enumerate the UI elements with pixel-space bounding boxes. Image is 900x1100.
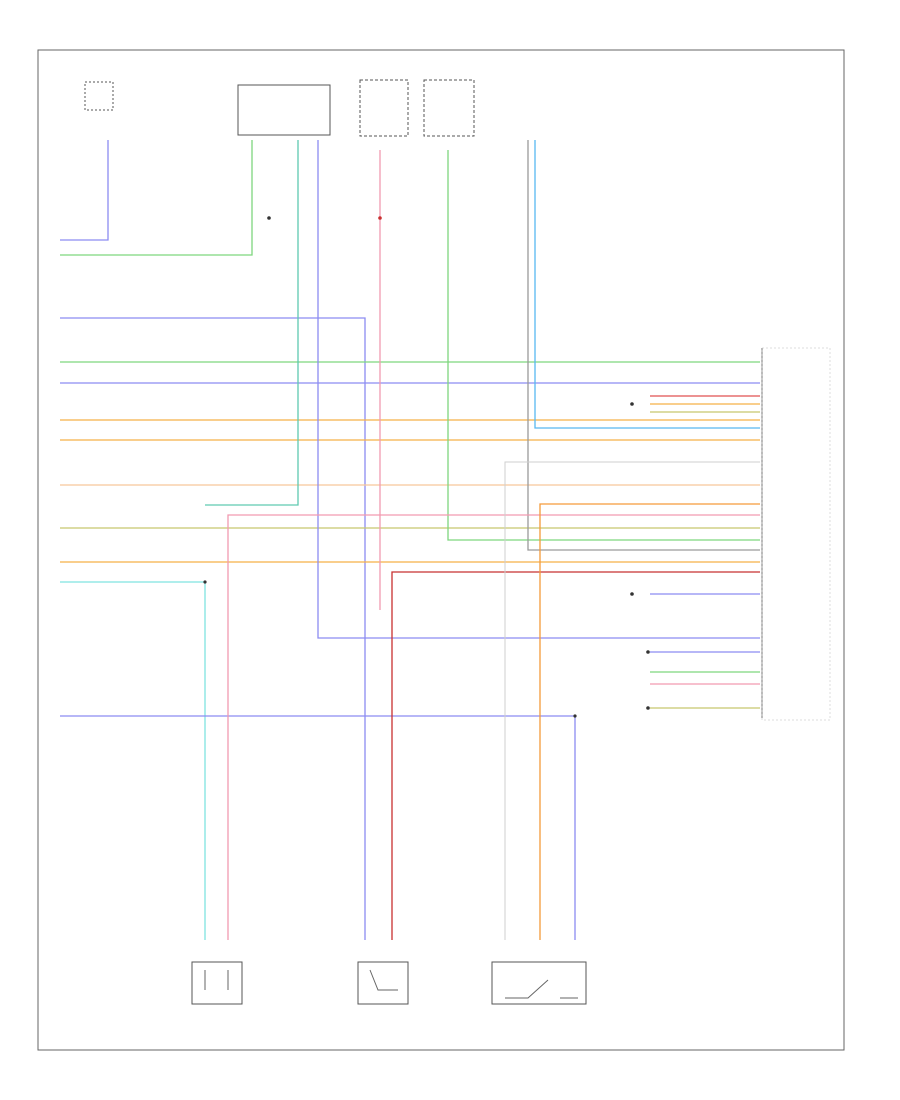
bottom-sensor-3 bbox=[491, 961, 587, 1005]
wire-orange-4 bbox=[539, 503, 760, 940]
splice-dot bbox=[646, 706, 650, 710]
wire-green-3 bbox=[447, 150, 760, 541]
wire-blue-4 bbox=[60, 715, 576, 940]
bottom-sensor-1 bbox=[191, 961, 243, 1005]
right-connector bbox=[761, 347, 831, 721]
wire-pink-1 bbox=[227, 514, 760, 940]
splice-dot bbox=[630, 592, 634, 596]
top-center-module bbox=[237, 84, 331, 136]
splice-dot bbox=[378, 216, 382, 220]
wire-blue-2 bbox=[60, 317, 366, 940]
diagram-frame bbox=[37, 49, 845, 1051]
splice-dot bbox=[646, 650, 650, 654]
top-right-module-b bbox=[423, 79, 475, 137]
wire-red-2 bbox=[391, 571, 760, 940]
wire-green-1 bbox=[60, 140, 253, 256]
top-right-module-a bbox=[359, 79, 409, 137]
wire-blue-1 bbox=[60, 140, 109, 241]
wire-blue-5 bbox=[317, 140, 760, 639]
splice-dot bbox=[573, 714, 577, 718]
wire-gray-2 bbox=[504, 461, 760, 940]
wire-gray-1 bbox=[527, 140, 760, 551]
bottom-sensor-2 bbox=[357, 961, 409, 1005]
splice-dot bbox=[203, 580, 207, 584]
wire-cyan-1 bbox=[60, 581, 206, 940]
splice-dot bbox=[630, 402, 634, 406]
wire-teal-1 bbox=[205, 140, 299, 506]
top-left-module bbox=[84, 81, 114, 111]
splice-dot bbox=[267, 216, 271, 220]
wire-cyan-2 bbox=[534, 140, 760, 429]
